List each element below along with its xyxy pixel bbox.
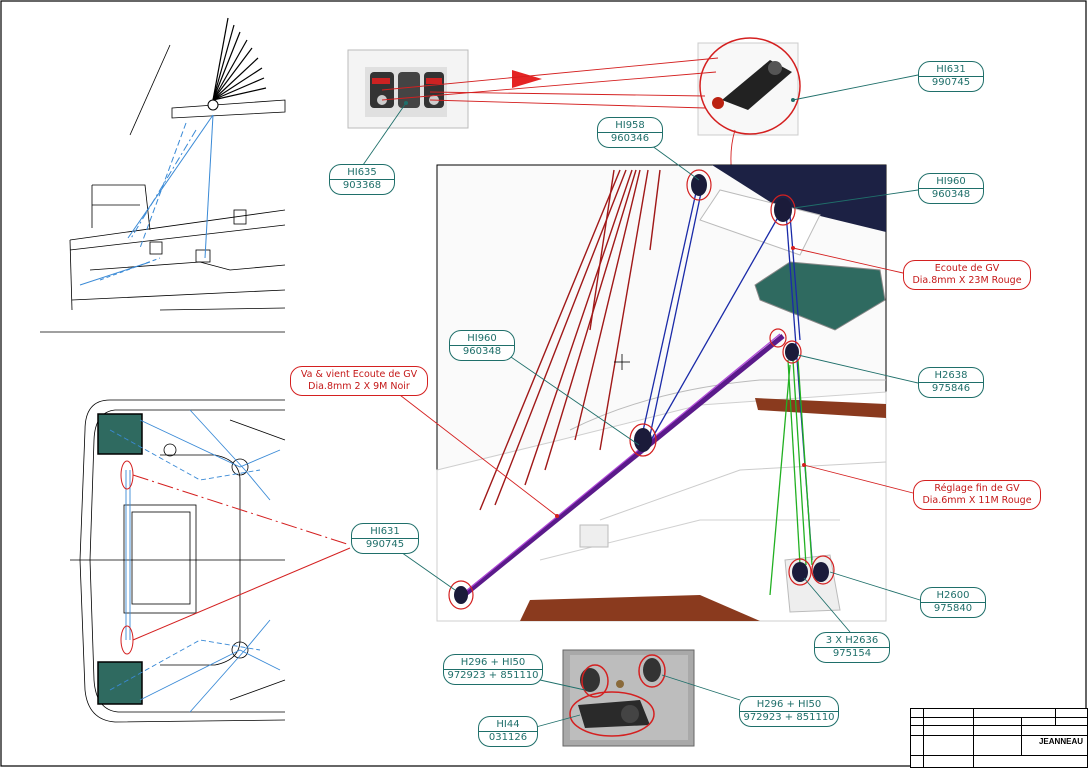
traveller-track — [456, 333, 785, 602]
callout-code: 975840 — [933, 603, 973, 614]
callout-ref: HI958 — [598, 120, 662, 133]
callout-line1: Ecoute de GV — [934, 263, 1000, 274]
callout-ref: HI44 — [479, 719, 537, 732]
clutch-product-photo — [347, 49, 469, 129]
side-elevation-blue-lines — [79, 114, 214, 286]
callout-hi960-mid: HI960 960348 — [449, 330, 515, 361]
callout-hi631-bottom: HI631 990745 — [351, 523, 419, 554]
callout-code: 975154 — [832, 648, 872, 659]
callout-ecoute-de-gv: Ecoute de GV Dia.8mm X 23M Rouge — [903, 260, 1031, 290]
side-elevation-block — [207, 99, 219, 111]
callout-va-vient: Va & vient Ecoute de GV Dia.8mm 2 X 9M N… — [290, 366, 428, 396]
callout-code: 031126 — [488, 732, 528, 743]
callout-code: 960348 — [462, 346, 502, 357]
callout-ref: H296 + HI50 — [740, 699, 838, 712]
wood-rail-lower — [520, 595, 760, 621]
organiser-highlight-ring — [699, 37, 801, 135]
callout-h2600: H2600 975840 — [920, 587, 986, 618]
callout-reglage-fin: Réglage fin de GV Dia.6mm X 11M Rouge — [913, 480, 1041, 510]
callout-h296-right: H296 + HI50 972923 + 851110 — [739, 696, 839, 727]
main-view-sheet-lines-red — [479, 169, 661, 511]
callout-code: 972923 + 851110 — [743, 712, 835, 723]
callout-ref: HI631 — [919, 64, 983, 77]
plan-red-markers — [120, 460, 351, 655]
main-deck-view — [436, 164, 887, 622]
callout-hi631-top: HI631 990745 — [918, 61, 984, 92]
callout-line1: Va & vient Ecoute de GV — [300, 369, 418, 380]
side-elevation-view — [40, 17, 286, 333]
callout-line2: Dia.8mm X 23M Rouge — [912, 275, 1022, 286]
direction-arrow — [512, 70, 542, 88]
callout-h2638: H2638 975846 — [918, 367, 984, 398]
callout-ref: HI960 — [450, 333, 514, 346]
callout-line2: Dia.8mm 2 X 9M Noir — [308, 381, 410, 392]
callout-ref: 3 X H2636 — [815, 635, 889, 648]
callout-hi960-top: HI960 960348 — [918, 173, 984, 204]
callout-hi958: HI958 960346 — [597, 117, 663, 148]
plan-hatches — [97, 413, 143, 705]
callout-line2: Dia.6mm X 11M Rouge — [922, 495, 1032, 506]
callout-hi635: HI635 903368 — [329, 164, 395, 195]
callout-code: 975846 — [931, 383, 971, 394]
main-view-red-rings — [448, 169, 835, 610]
deck-fitting-photo — [562, 649, 695, 747]
callout-code: 960346 — [610, 133, 650, 144]
callout-code: 990745 — [931, 77, 971, 88]
plan-blue-lines — [109, 409, 281, 713]
callout-ref: HI960 — [919, 176, 983, 189]
red-leader-lines — [395, 247, 914, 517]
title-block: JEANNEAU — [910, 708, 1088, 768]
leader-dots — [404, 98, 795, 105]
callout-code: 990745 — [365, 539, 405, 550]
teal-leader-lines — [362, 74, 921, 728]
callout-ref: H296 + HI50 — [444, 657, 542, 670]
callout-code: 960348 — [931, 189, 971, 200]
callout-ref: HI631 — [352, 526, 418, 539]
organiser-product-photo — [697, 37, 801, 136]
callout-ref: H2638 — [919, 370, 983, 383]
callout-ref: H2600 — [921, 590, 985, 603]
callout-code: 972923 + 851110 — [447, 670, 539, 681]
callout-h296-left: H296 + HI50 972923 + 851110 — [443, 654, 543, 685]
plan-view — [70, 399, 286, 723]
callout-ref: HI635 — [330, 167, 394, 180]
callout-h2636: 3 X H2636 975154 — [814, 632, 890, 663]
main-view-green-lines — [769, 359, 813, 596]
main-view-blocks — [454, 174, 829, 604]
crosshair-cursor — [614, 354, 630, 370]
callout-hi44: HI44 031126 — [478, 716, 538, 747]
callout-line1: Réglage fin de GV — [934, 483, 1020, 494]
wood-rail-upper — [755, 398, 886, 418]
callout-code: 903368 — [342, 180, 382, 191]
brand-logo: JEANNEAU — [1038, 737, 1083, 746]
red-leader-dots — [555, 246, 806, 518]
